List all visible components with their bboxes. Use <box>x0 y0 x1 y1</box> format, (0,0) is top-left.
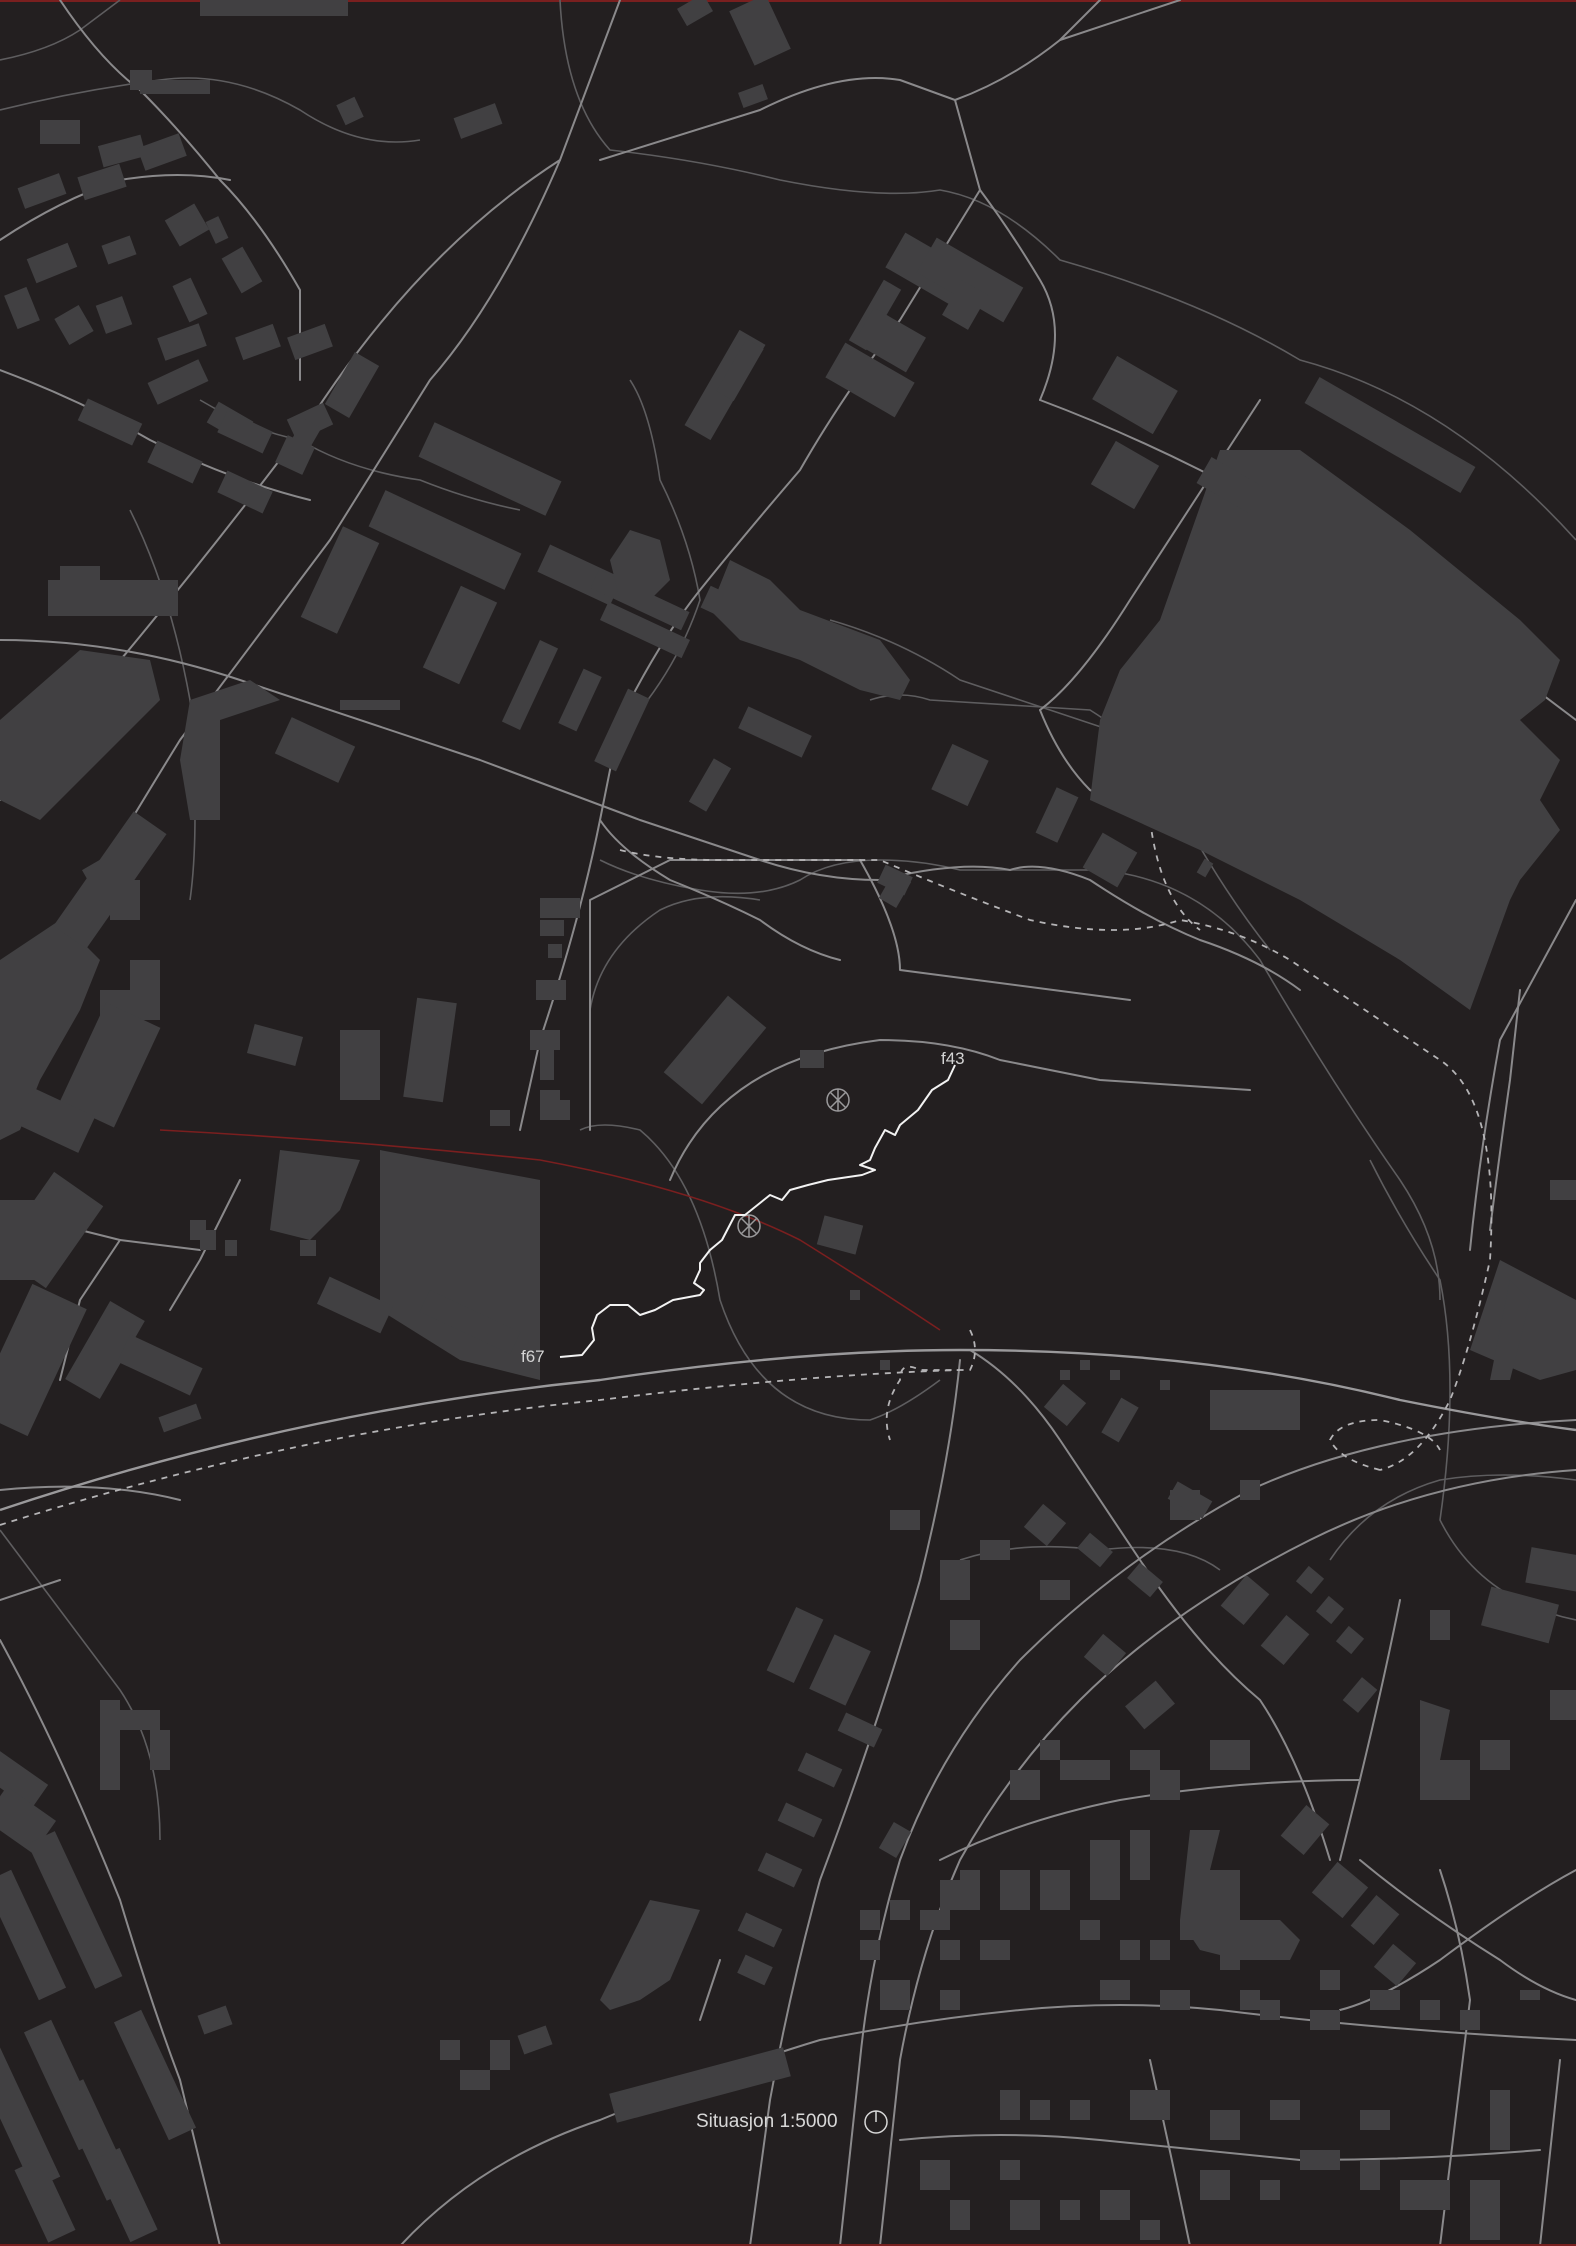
route-start-label: f43 <box>941 1049 965 1068</box>
viewpoint-marker-lower[interactable] <box>737 1214 761 1238</box>
hiking-route[interactable] <box>559 1064 956 1358</box>
route-end-label: f67 <box>521 1347 545 1366</box>
route-labels: f43 f67 <box>521 1049 965 1366</box>
north-arrow-icon <box>864 2110 888 2134</box>
small-structure <box>800 1054 824 1068</box>
map-frame-top <box>0 0 1576 2</box>
map-frame-bottom <box>0 2244 1576 2246</box>
viewpoint-marker-upper[interactable] <box>826 1088 850 1112</box>
main-corridor <box>0 819 1576 1526</box>
trail-markers <box>737 1054 850 1238</box>
map-scale-caption: Situasjon 1:5000 <box>696 2111 838 2132</box>
